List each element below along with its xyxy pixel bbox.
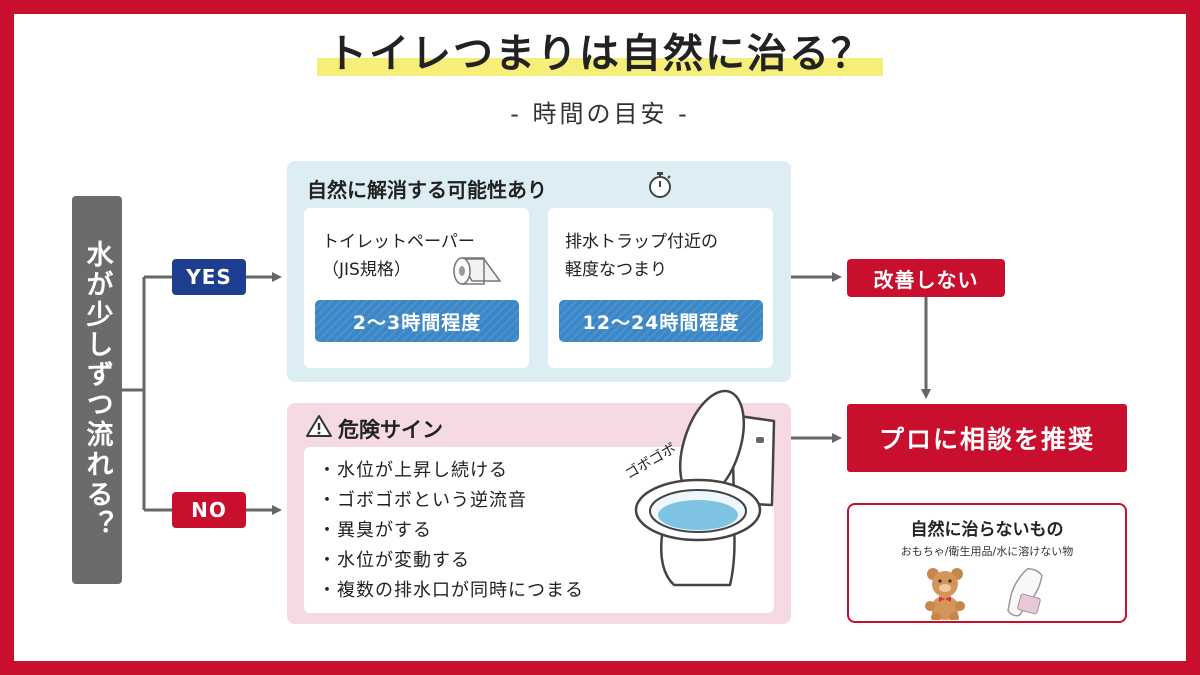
- danger-sign-item: ・複数の排水口が同時につまる: [318, 580, 584, 601]
- question-box: 水が少しずつ流れる？: [72, 196, 122, 584]
- note-title: 自然に治らないもの: [910, 520, 1064, 540]
- toilet-paper-line-2: （JIS規格）: [322, 260, 411, 280]
- sanitary-pad-icon: [1007, 568, 1043, 617]
- drain-trap-line-1: 排水トラップ付近の: [565, 232, 718, 252]
- danger-sign-item: ・異臭がする: [318, 520, 432, 541]
- danger-sign-list: ・水位が上昇し続ける ・ゴボゴボという逆流音 ・異臭がする ・水位が変動する ・…: [318, 456, 584, 606]
- title-container: トイレつまりは自然に治る？: [0, 28, 1200, 80]
- drain-trap-line-2: 軽度なつまり: [565, 260, 667, 280]
- toilet-icon: [634, 389, 776, 587]
- toilet-paper-line-1: トイレットペーパー: [322, 232, 475, 252]
- danger-sign-item: ・水位が上昇し続ける: [318, 460, 508, 481]
- stopwatch-icon: [649, 172, 671, 198]
- drain-trap-time: 12〜24時間程度: [559, 300, 763, 342]
- warning-icon: [306, 415, 332, 437]
- toilet-paper-time: 2〜3時間程度: [315, 300, 519, 342]
- toilet-paper-icon: [453, 257, 502, 285]
- page-title: トイレつまりは自然に治る？: [317, 28, 883, 80]
- no-improvement-badge: 改善しない: [847, 259, 1005, 297]
- danger-sign-item: ・水位が変動する: [318, 550, 470, 571]
- recommendation-box: プロに相談を推奨: [847, 404, 1127, 472]
- danger-panel-title: 危険サイン: [338, 418, 443, 442]
- yes-label: YES: [172, 259, 246, 295]
- note-subtitle: おもちゃ/衛生用品/水に溶けない物: [900, 545, 1074, 558]
- not-resolving-items-box: [847, 503, 1127, 623]
- page-subtitle: - 時間の目安 -: [510, 100, 690, 128]
- danger-sign-item: ・ゴボゴボという逆流音: [318, 490, 527, 511]
- no-label: NO: [172, 492, 246, 528]
- natural-panel-title: 自然に解消する可能性あり: [307, 178, 547, 202]
- teddy-bear-icon: [925, 568, 965, 620]
- question-text: 水が少しずつ流れる？: [81, 240, 113, 540]
- subtitle-container: - 時間の目安 -: [0, 94, 1200, 129]
